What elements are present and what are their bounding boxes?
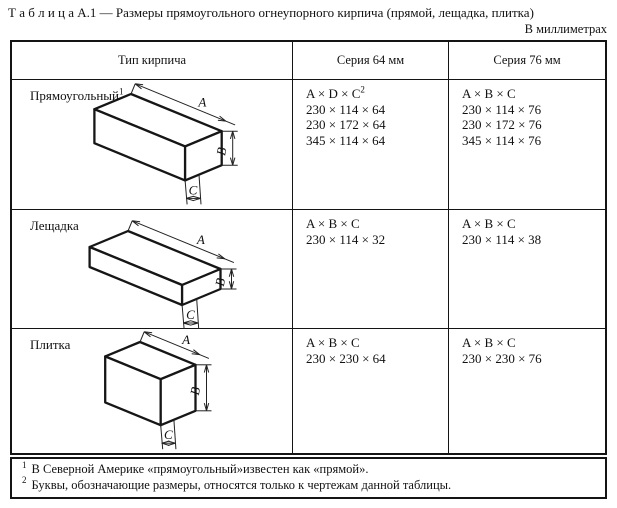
brick-type-cell-leshchadka: Лещадка A B C (12, 210, 293, 330)
dimension-formula: A × B × C (462, 216, 516, 231)
sizes-cell-rectangular-64: A × D × C2 230 × 114 × 64 230 × 172 × 64… (293, 80, 449, 210)
column-header-series-64: Серия 64 мм (293, 42, 449, 80)
svg-text:C: C (189, 182, 198, 197)
svg-text:A: A (196, 232, 205, 247)
size-line: 230 × 114 × 76 (462, 101, 542, 117)
svg-text:A: A (197, 95, 206, 110)
svg-text:C: C (164, 427, 173, 442)
document-page: { "title": "Т а б л и ц а А.1 — Размеры … (0, 5, 617, 508)
brick-type-cell-plitka: Плитка A B C (12, 329, 293, 453)
sizes-cell-leshchadka-64: A × B × C 230 × 114 × 32 (293, 210, 449, 329)
brick-type-label: Плитка (30, 337, 71, 352)
sizes-cell-leshchadka-76: A × B × C 230 × 114 × 38 (449, 210, 605, 329)
dimension-formula: A × B × C (462, 86, 516, 101)
svg-text:B: B (187, 386, 203, 396)
sizes-cell-plitka-76: A × B × C 230 × 230 × 76 (449, 329, 605, 453)
size-line: 345 × 114 × 64 (306, 132, 386, 148)
table-caption: Т а б л и ц а А.1 — Размеры прямоугольно… (8, 5, 534, 20)
brick-type-label: Прямоугольный1 (30, 86, 124, 103)
size-line: 345 × 114 × 76 (462, 132, 542, 148)
brick-type-label: Лещадка (30, 218, 79, 233)
dimension-formula: A × B × C (306, 335, 360, 350)
size-line: 230 × 114 × 32 (306, 231, 386, 247)
size-line: 230 × 172 × 76 (462, 117, 542, 132)
dimension-formula: A × D × C2 (306, 84, 365, 101)
column-header-brick-type: Тип кирпича (12, 42, 293, 80)
units-note: В миллиметрах (524, 22, 607, 36)
svg-text:B: B (213, 146, 229, 156)
column-header-series-76: Серия 76 мм (449, 42, 605, 80)
dimension-formula: A × B × C (462, 335, 516, 350)
brick-diagram-plitka: A B C (104, 331, 212, 450)
dimension-formula: A × B × C (306, 216, 360, 231)
size-line: 230 × 172 × 64 (306, 117, 386, 132)
brick-diagram-rectangular: A B C (93, 83, 238, 205)
size-line: 230 × 230 × 64 (306, 350, 386, 366)
size-line: 230 × 114 × 38 (462, 231, 542, 247)
sizes-cell-plitka-64: A × B × C 230 × 230 × 64 (293, 329, 449, 453)
svg-text:A: A (181, 332, 190, 347)
size-line: 230 × 230 × 76 (462, 350, 542, 366)
brick-type-cell-rectangular: Прямоугольный1 A B C (12, 80, 293, 210)
sizes-cell-rectangular-76: A × B × C 230 × 114 × 76 230 × 172 × 76 … (449, 80, 605, 210)
brick-size-table: Тип кирпича Серия 64 мм Серия 76 мм Прям… (10, 40, 607, 455)
size-line: 230 × 114 × 64 (306, 101, 386, 117)
svg-text:C: C (186, 307, 195, 322)
svg-text:B: B (212, 277, 228, 287)
brick-diagram-leshchadka: A B C (88, 220, 237, 330)
